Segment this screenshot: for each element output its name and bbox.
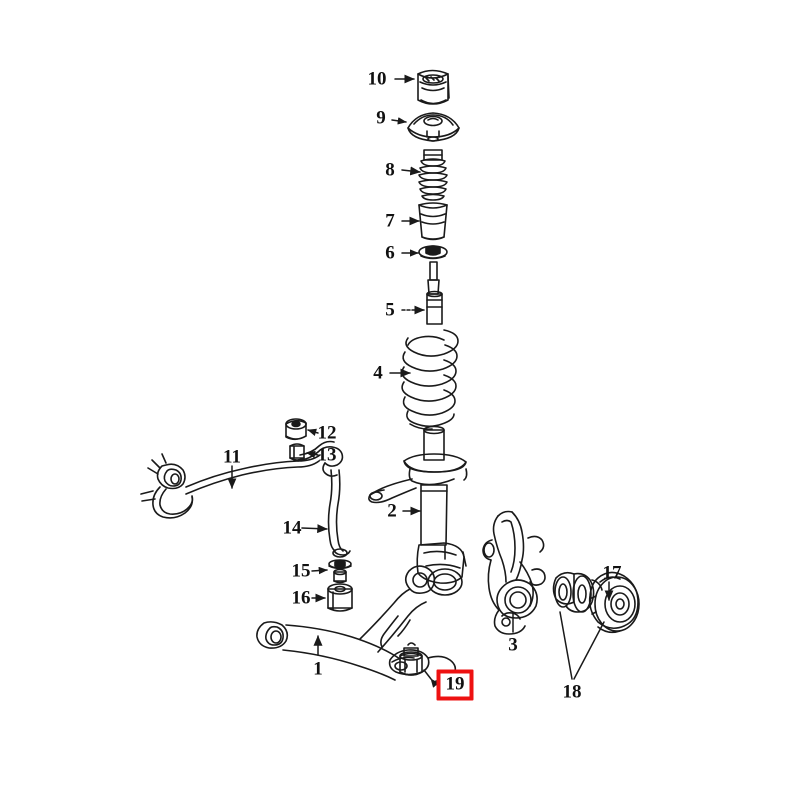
part-stabilizer-link-retainer	[289, 443, 305, 461]
callout-11[interactable]: 11	[223, 446, 241, 468]
part-stabilizer-link-rod	[327, 469, 351, 558]
callout-14[interactable]: 14	[282, 517, 302, 539]
leader-lines	[227, 74, 614, 688]
callout-7[interactable]: 7	[385, 210, 395, 232]
callout-4[interactable]: 4	[373, 362, 383, 384]
part-link-bushing-lower	[327, 583, 353, 612]
part-lower-control-arm	[256, 565, 457, 682]
callout-10[interactable]: 10	[367, 68, 387, 90]
part-shock-absorber-strut	[368, 425, 468, 596]
callout-2[interactable]: 2	[387, 500, 397, 522]
part-link-washer	[328, 559, 352, 584]
part-strut-piston-rod	[426, 261, 443, 325]
part-wheel-bearings	[552, 571, 603, 613]
callout-12[interactable]: 12	[317, 422, 337, 444]
part-wheel-hub	[588, 571, 640, 634]
callout-3[interactable]: 3	[508, 634, 518, 656]
callout-16[interactable]: 16	[291, 587, 311, 609]
callout-5[interactable]: 5	[385, 299, 395, 321]
part-lower-ball-joint	[399, 642, 423, 676]
callout-1[interactable]: 1	[313, 658, 323, 680]
callout-6[interactable]: 6	[385, 242, 395, 264]
part-steering-knuckle	[482, 510, 546, 635]
callout-19-highlighted[interactable]: 19	[436, 669, 474, 701]
part-strut-mount-nut-cap	[417, 69, 450, 105]
callout-17[interactable]: 17	[602, 562, 622, 584]
callout-15[interactable]: 15	[291, 560, 311, 582]
part-dust-boot-bellows	[418, 149, 448, 201]
callout-8[interactable]: 8	[385, 159, 395, 181]
part-stabilizer-bar	[140, 440, 344, 519]
callout-18[interactable]: 18	[562, 681, 582, 703]
part-bump-stop-bumper	[418, 202, 448, 241]
part-strut-support-mount	[407, 112, 460, 142]
callout-9[interactable]: 9	[376, 107, 386, 129]
part-spring-seat-washer	[418, 245, 448, 260]
callout-13[interactable]: 13	[317, 444, 337, 466]
part-coil-spring	[401, 329, 459, 430]
part-stabilizer-link-bushing-upper	[285, 418, 307, 441]
